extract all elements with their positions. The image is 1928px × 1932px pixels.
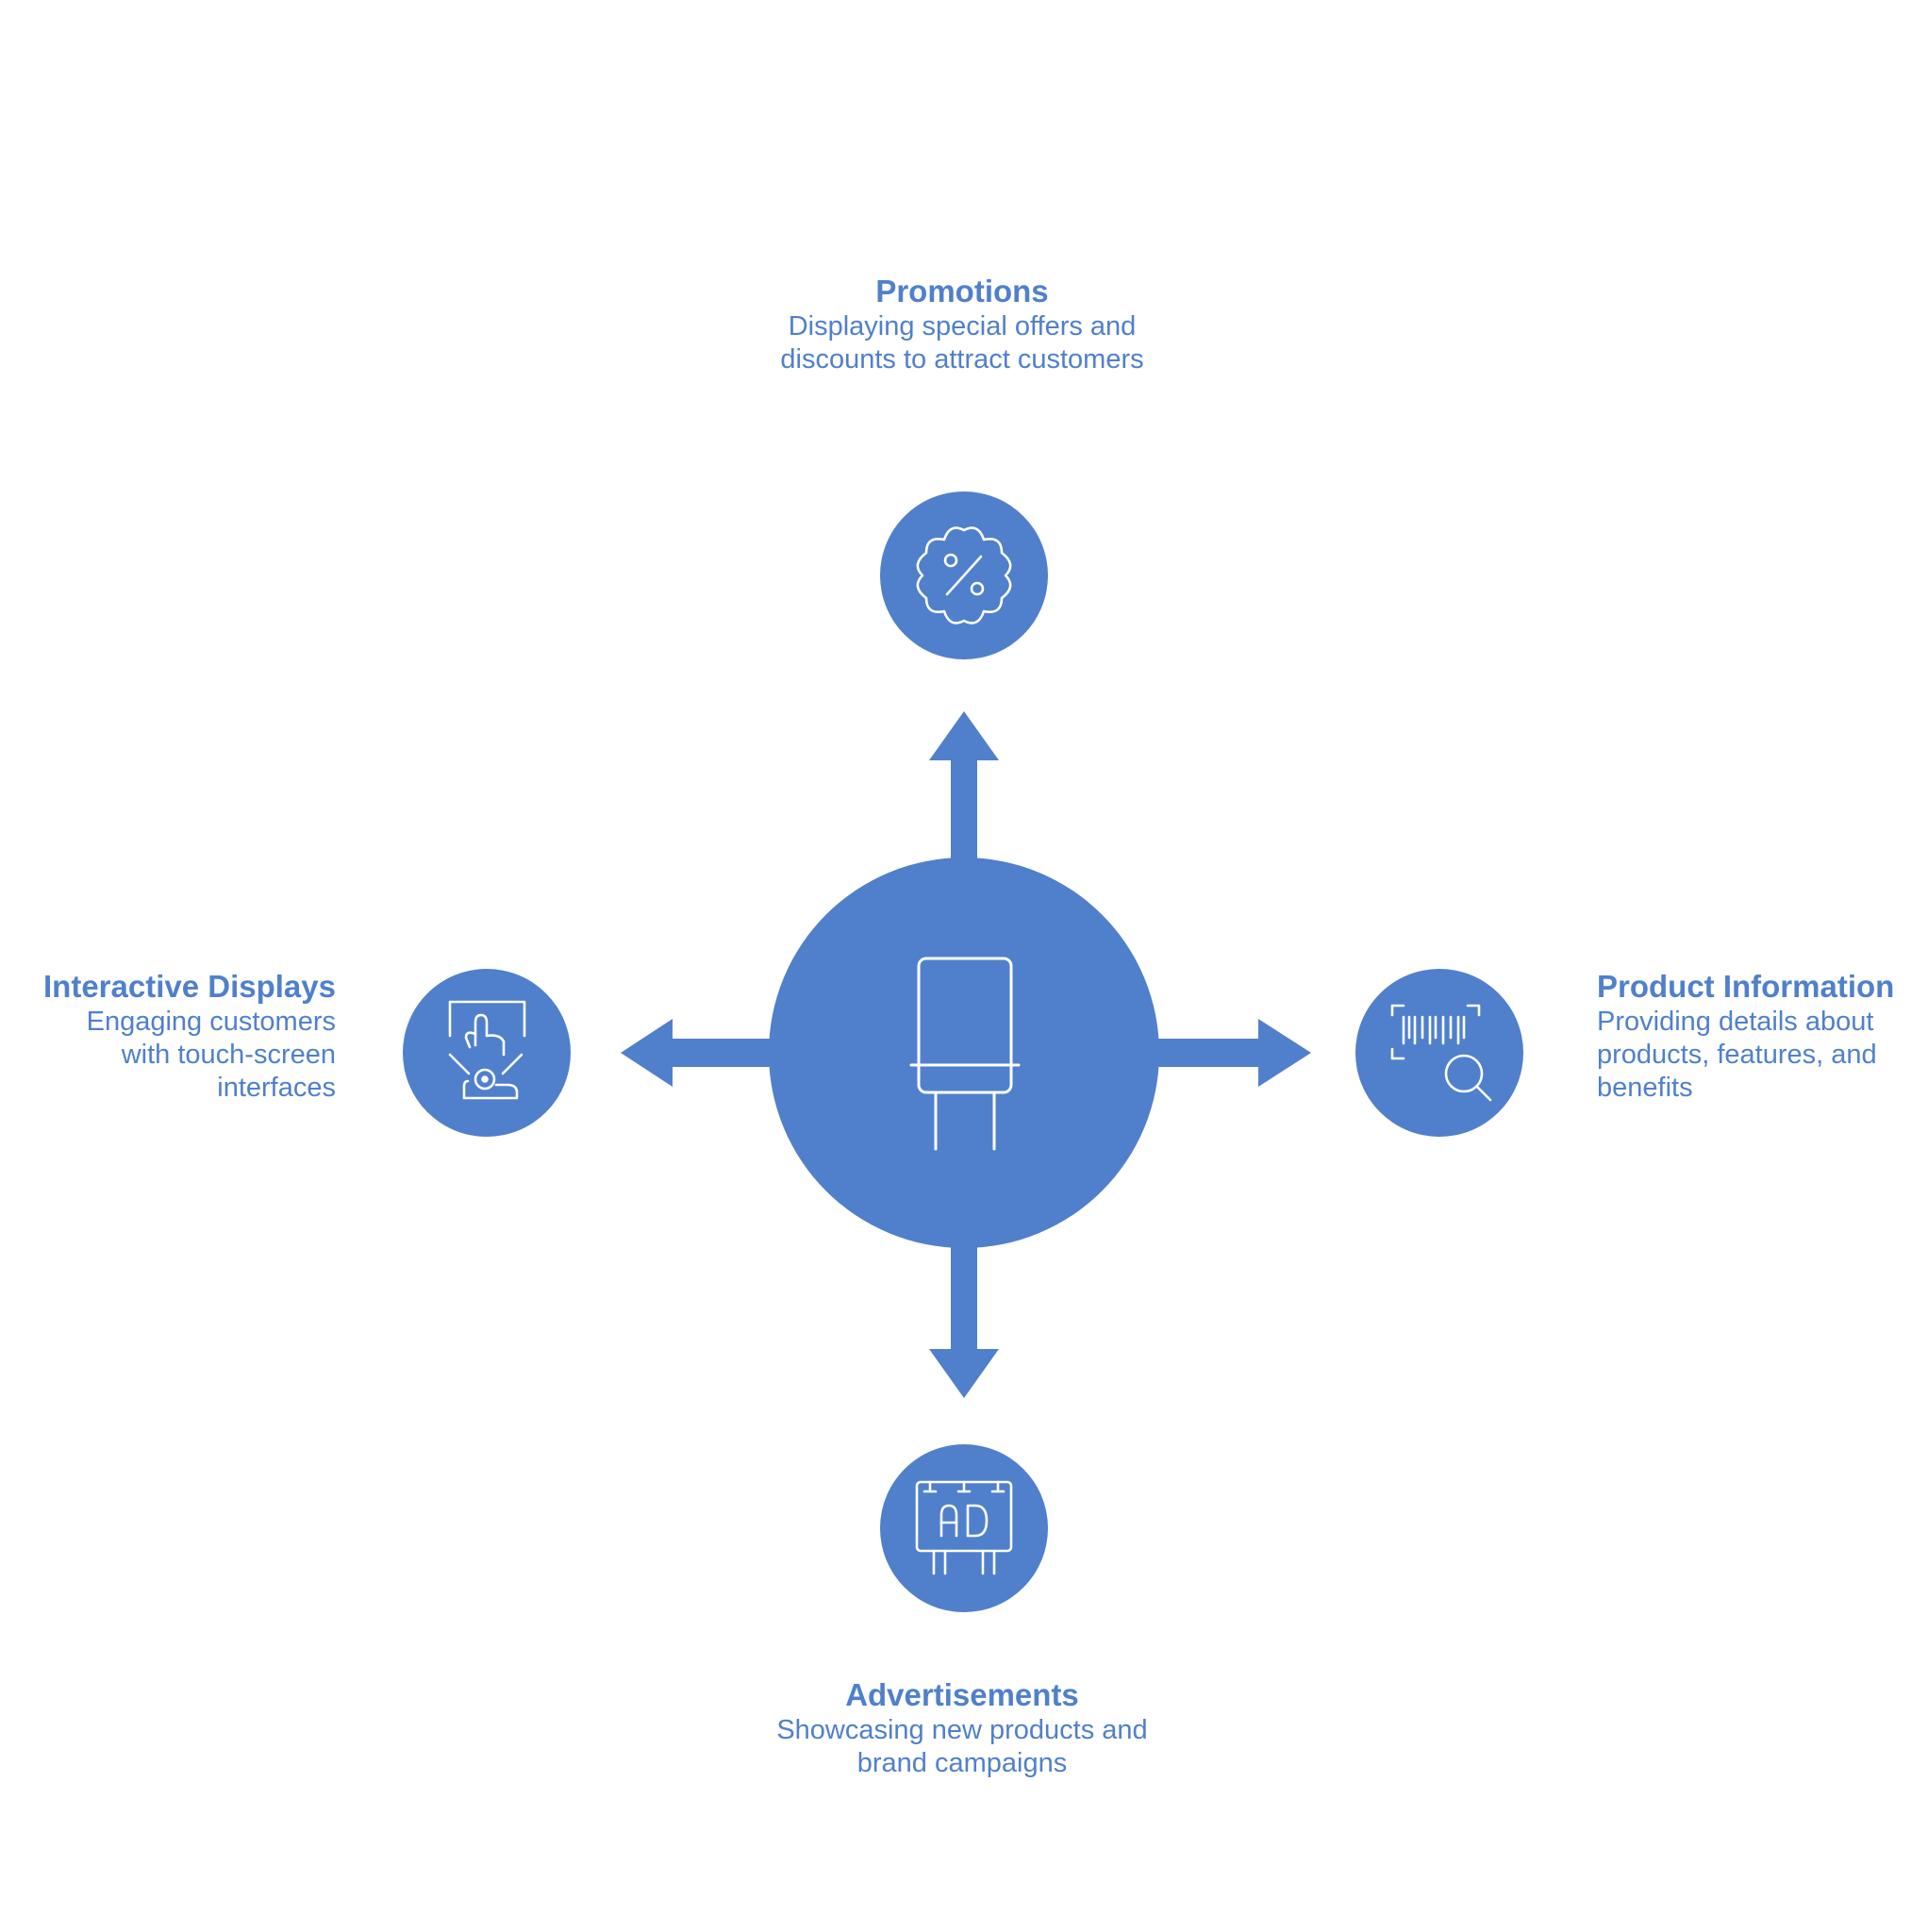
arrow-left [621,1019,773,1087]
interactive-displays-title: Interactive Displays [43,969,336,1004]
promotions-block: Promotions Displaying special offers and… [773,272,1151,376]
product-information-title: Product Information [1597,969,1895,1004]
product-information-circle [1355,969,1523,1137]
advertisements-title: Advertisements [845,1677,1079,1712]
arrow-down [929,1245,999,1398]
interactive-displays-circle [403,969,571,1137]
discount-badge-icon [916,526,1012,625]
advertisements-block: Advertisements Showcasing new products a… [773,1675,1151,1780]
promotions-description: Displaying special offers and discounts … [780,311,1144,375]
barcode-scan-icon [1390,1004,1492,1102]
product-information-block: Product Information Providing details ab… [1597,967,1899,1105]
center-hub-circle [769,858,1159,1248]
touch-screen-icon [448,1000,526,1100]
promotions-title: Promotions [875,274,1049,308]
ad-billboard-icon [915,1480,1013,1575]
digital-signage-screen-icon [909,957,1021,1151]
interactive-displays-description: Engaging customers with touch-screen int… [86,1007,336,1103]
arrow-up [929,711,999,860]
advertisements-circle [880,1444,1048,1612]
advertisements-description: Showcasing new products and brand campai… [776,1715,1148,1778]
arrow-right [1155,1019,1311,1087]
arrows [621,711,1311,1398]
product-information-description: Providing details about products, featur… [1597,1007,1877,1103]
interactive-displays-block: Interactive Displays Engaging customers … [42,967,336,1105]
